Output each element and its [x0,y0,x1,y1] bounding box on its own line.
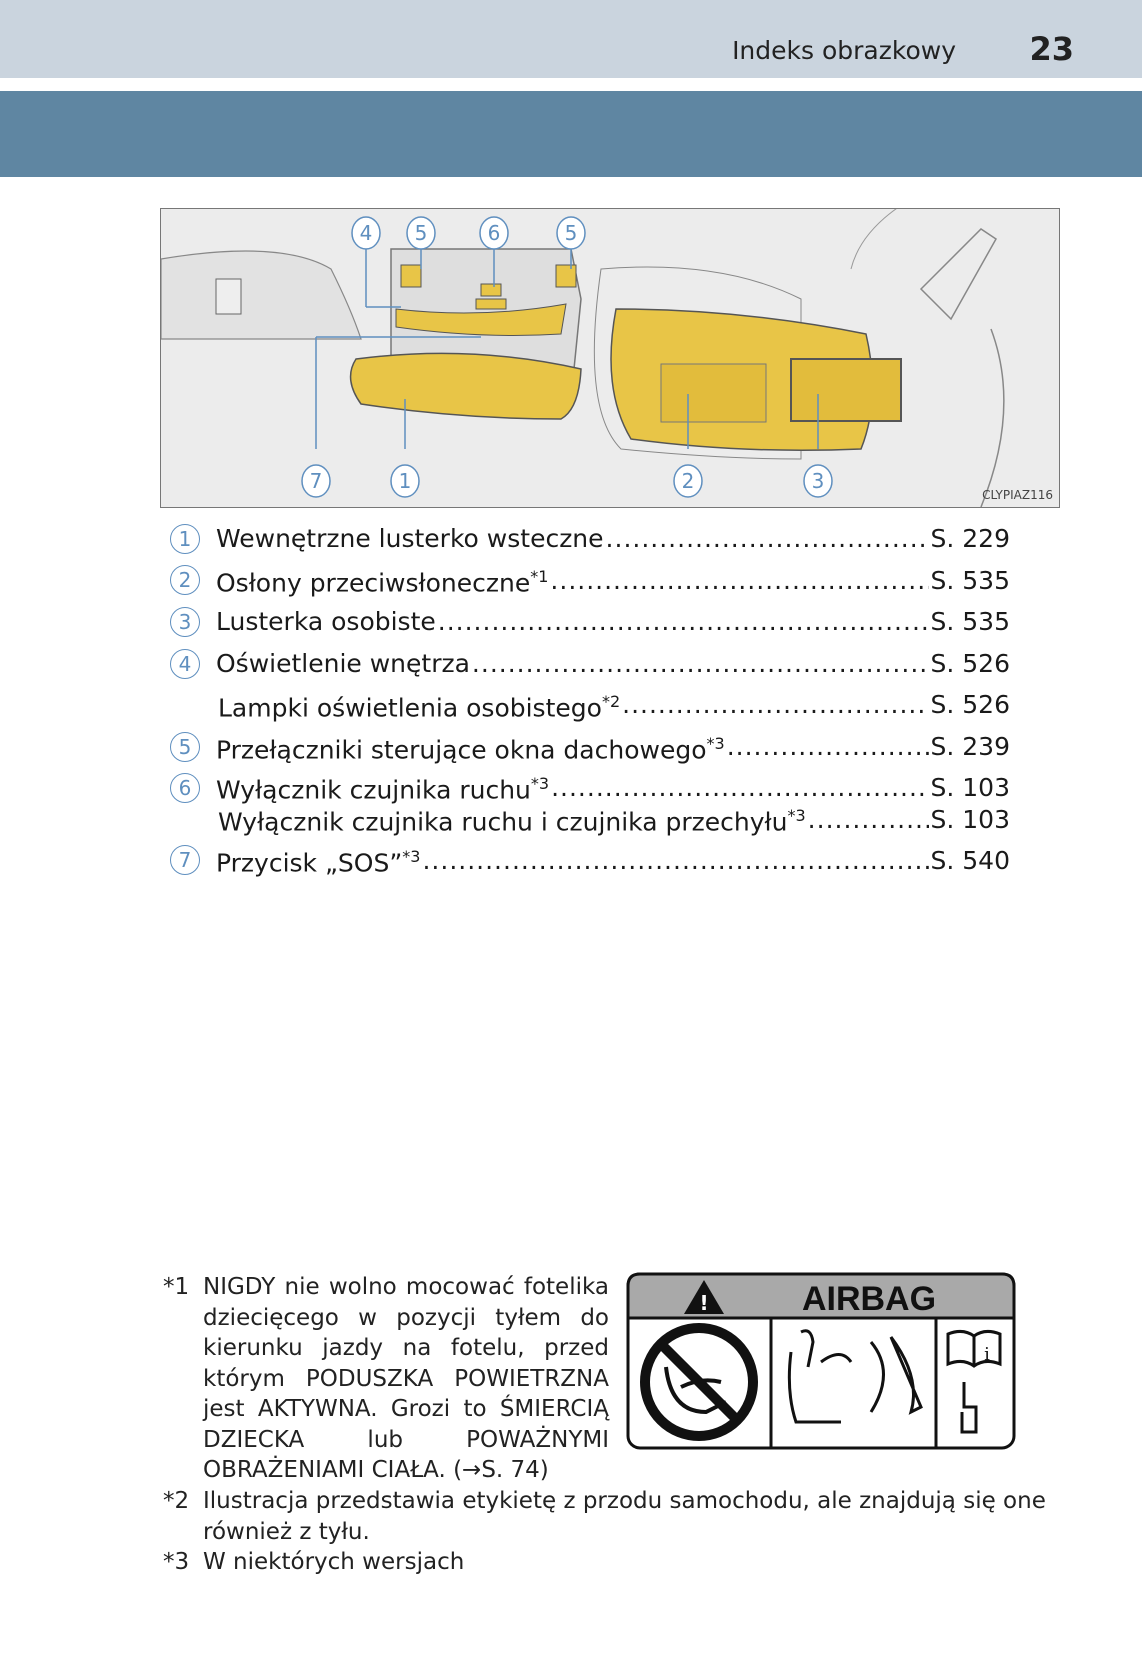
section-title: Indeks obrazkowy [732,36,956,65]
item-number: 5 [170,731,200,762]
svg-text:2: 2 [682,469,695,493]
page-number: 23 [1029,30,1074,68]
callout-7: 7 [301,464,331,498]
page-ref[interactable]: S. 229 [930,524,1010,553]
item-label: Oświetlenie wnętrza [216,648,470,678]
list-item: 1 Wewnętrzne lusterko wsteczne S. 229 [170,518,1010,560]
no-rear-facing-child-seat-icon [640,1323,758,1441]
footnote-3: *3 W niektórych wersjach [163,1547,1083,1578]
svg-text:7: 7 [310,469,323,493]
seat-airbag-icon [787,1329,923,1424]
item-number: 6 [170,772,200,803]
header-band [0,91,1142,177]
page-ref[interactable]: S. 103 [930,804,1010,834]
svg-text:6: 6 [488,221,501,245]
svg-text:3: 3 [812,469,825,493]
footnote-mark: *2 [163,1488,190,1514]
footnote-text: Ilustracja przedstawia etykietę z przodu… [203,1488,1046,1545]
footnote-ref: *3 [787,806,806,826]
page-ref[interactable]: S. 103 [930,772,1010,802]
page-ref[interactable]: S. 526 [930,648,1010,678]
footnote-ref: *3 [706,733,725,753]
airbag-title: AIRBAG [802,1280,936,1318]
svg-text:5: 5 [565,221,578,245]
airbag-warning-label: ! AIRBAG i [626,1272,1016,1450]
item-label: Wyłącznik czujnika ruchu [216,775,531,805]
footnote-2: *2 Ilustracja przedstawia etykietę z prz… [163,1486,1083,1547]
item-label: Lusterka osobiste [216,607,436,637]
item-label: Przycisk „SOS” [216,848,403,878]
list-item: 5 Przełączniki sterujące okna dachowego*… [170,726,1010,768]
list-item: Lampki oświetlenia osobistego*2 S. 526 [170,684,1010,726]
warning-triangle-icon [684,1280,724,1314]
list-item: Wyłącznik czujnika ruchu i czujnika prze… [170,804,1010,837]
list-item: 6 Wyłącznik czujnika ruchu*3 S. 103 [170,772,1010,805]
component-list: 1 Wewnętrzne lusterko wsteczne S. 229 2 … [170,518,1010,881]
footnote-ref: *3 [402,847,421,867]
image-code: CLYPIAZ116 [982,488,1053,502]
callout-2: 2 [673,464,703,498]
item-number: 7 [170,845,200,876]
list-item: 4 Oświetlenie wnętrza S. 526 [170,643,1010,685]
list-item: 2 Osłony przeciwsłoneczne*1 S. 535 [170,560,1010,602]
interior-illustration: 4 5 6 5 7 1 2 3 CLYPIAZ116 [160,208,1060,508]
footnote-mark: *3 [163,1549,190,1575]
callout-5: 5 [556,216,586,250]
callout-4: 4 [351,216,381,250]
list-item: 7 Przycisk „SOS”*3 S. 540 [170,840,1010,882]
footnote-1: *1 NIGDY nie wolno mocować fotelika dzie… [163,1272,609,1486]
svg-text:5: 5 [415,221,428,245]
callout-6: 6 [479,216,509,250]
footnote-mark: *1 [163,1274,190,1300]
page-ref[interactable]: S. 535 [930,565,1010,595]
page-header: Indeks obrazkowy 23 [0,0,1142,78]
footnote-text: NIGDY nie wolno mocować fotelika dziecię… [203,1274,609,1483]
item-label: Osłony przeciwsłoneczne [216,568,531,598]
page-ref[interactable]: S. 526 [930,690,1010,720]
footnote-text: W niektórych wersjach [203,1549,465,1575]
callout-5: 5 [406,216,436,250]
callout-1: 1 [390,464,420,498]
list-item: 3 Lusterka osobiste S. 535 [170,601,1010,643]
page-ref[interactable]: S. 540 [930,845,1010,875]
svg-text:!: ! [699,1291,708,1315]
page-ref[interactable]: S. 535 [930,607,1010,637]
footnote-ref: *3 [530,774,550,794]
item-number: 1 [170,523,200,554]
item-label: Wyłącznik czujnika ruchu i czujnika prze… [218,807,788,837]
item-number: 4 [170,648,200,679]
svg-text:1: 1 [399,469,412,493]
svg-text:i: i [984,1344,990,1365]
item-label: Wewnętrzne lusterko wsteczne [216,524,604,553]
item-number: 3 [170,606,200,637]
page-ref[interactable]: S. 239 [930,731,1010,761]
manual-info-icon: i [946,1329,1002,1434]
item-number: 2 [170,565,200,596]
item-label: Przełączniki sterujące okna dachowego [216,735,707,765]
callout-3: 3 [803,464,833,498]
footnote-ref: *2 [601,692,621,712]
footnote-ref: *1 [530,567,549,587]
svg-text:4: 4 [360,221,373,245]
item-label: Lampki oświetlenia osobistego [218,693,602,723]
